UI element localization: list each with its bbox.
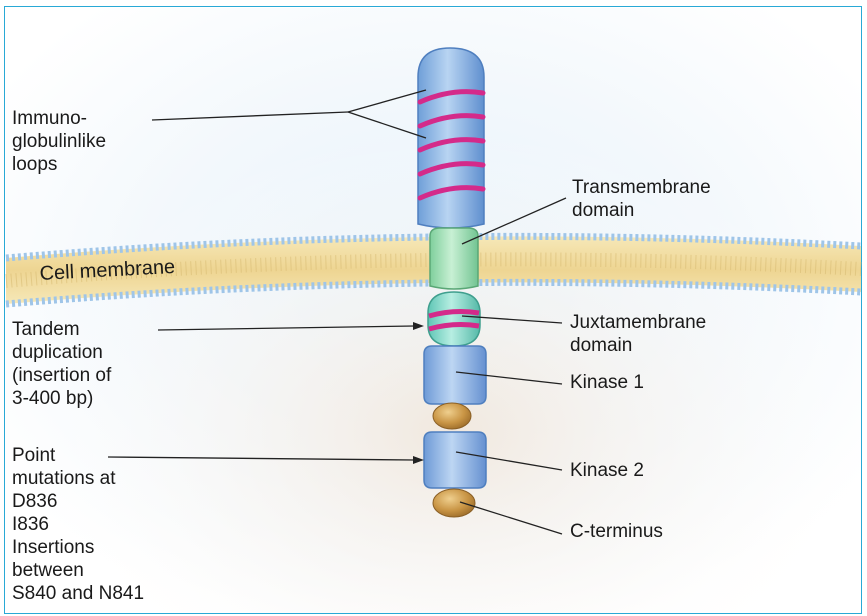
c-terminus-label: C-terminus <box>570 520 663 543</box>
juxtamembrane-domain-label: Juxtamembrane domain <box>570 311 706 357</box>
kinase-2-label: Kinase 2 <box>570 459 644 482</box>
juxtamembrane-domain <box>428 292 480 346</box>
transmembrane-domain-label: Transmembrane domain <box>572 176 711 222</box>
c-terminus-domain <box>433 489 475 517</box>
kinase-1-domain <box>424 346 486 404</box>
point-mutations-label: Point mutations at D836 I836 Insertions … <box>12 444 144 605</box>
immunoglobulin-loops-label: Immuno- globulinlike loops <box>12 107 106 176</box>
transmembrane-domain <box>430 228 478 289</box>
tandem-duplication-label: Tandem duplication (insertion of 3-400 b… <box>12 318 111 410</box>
kinase-2-domain <box>424 432 486 488</box>
kinase-1-label: Kinase 1 <box>570 371 644 394</box>
kinase-insert-linker <box>433 403 471 429</box>
immunoglobulin-domain <box>418 48 484 228</box>
